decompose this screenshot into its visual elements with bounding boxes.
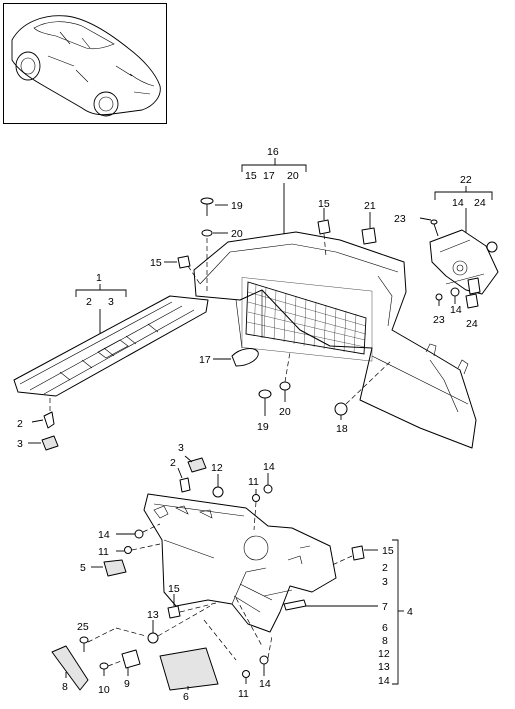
nut-part-14-upper: 14: [263, 461, 275, 494]
callout-5: 5: [80, 562, 86, 574]
nut-part-14-lower: 14: [259, 655, 271, 690]
callout-18: 18: [336, 423, 348, 435]
callout-14-lower: 14: [259, 678, 271, 690]
callout-14-right: 14: [378, 675, 390, 687]
strap-part-7: [283, 599, 378, 611]
sill-plate-part-3: 3: [17, 435, 59, 451]
callout-20-group16: 20: [287, 170, 299, 182]
latch-part-9: 9: [121, 649, 141, 690]
vehicle-thumbnail-frame: [3, 3, 167, 124]
callout-2-sill-clip: 2: [17, 418, 23, 430]
callout-15-right: 15: [382, 545, 394, 557]
callout-17-group16: 17: [263, 170, 275, 182]
cover-part-5: 5: [80, 559, 127, 577]
bracket-assembly-22: 23: [394, 213, 499, 295]
callout-14-group22: 14: [452, 197, 464, 209]
callout-14-bracket: 14: [450, 304, 462, 316]
callout-9: 9: [124, 678, 130, 690]
lower-side-trim: [143, 493, 337, 633]
cargo-net: [245, 281, 367, 355]
callout-15-left: 15: [150, 257, 162, 269]
group-22-header: 22 14 24: [434, 174, 493, 236]
callout-24-group22: 24: [474, 197, 486, 209]
clip-part-15-right: [329, 545, 378, 567]
luggage-side-trim: [193, 231, 477, 449]
nut-part-13: 13: [147, 609, 159, 644]
fastener-part-18: 18: [334, 359, 393, 435]
callout-10: 10: [98, 684, 110, 696]
clip-part-15-left: 15: [150, 255, 201, 285]
bolt-part-19-lower: 19: [257, 389, 272, 433]
callout-4: 4: [407, 606, 413, 618]
bolt-part-19-top: 19: [200, 197, 243, 216]
washer-part-20-lower: 20: [279, 351, 291, 418]
callout-20-lower: 20: [279, 406, 291, 418]
clip-part-15-lower: 15: [167, 583, 221, 619]
callout-12-lower: 12: [211, 462, 223, 474]
cover-part-17: 17: [199, 348, 259, 367]
callout-11-upper: 11: [248, 476, 259, 488]
bracket-part-21: 21: [361, 200, 377, 245]
callout-20-top: 20: [231, 228, 243, 240]
sill-trim-panel: [13, 295, 209, 397]
callout-19-lower: 19: [257, 421, 269, 433]
callout-22: 22: [460, 174, 472, 186]
callout-7: 7: [382, 601, 388, 613]
screw-part-11-left: 11: [98, 543, 161, 558]
callout-1: 1: [96, 272, 102, 284]
callout-11-lower: 11: [238, 688, 249, 700]
callout-8-right: 8: [382, 635, 388, 647]
callout-2-right: 2: [382, 562, 388, 574]
plate-part-3-lower: 3: [178, 442, 207, 473]
callout-16: 16: [267, 146, 279, 158]
callout-13-lower: 13: [147, 609, 159, 621]
callout-21: 21: [364, 200, 376, 212]
bracket-22-lower-fasteners: 23 14 24: [433, 287, 479, 330]
callout-3-lower-plate: 3: [178, 442, 184, 454]
callout-23-upper: 23: [394, 213, 406, 225]
callout-12-right: 12: [378, 648, 390, 660]
callout-13-right: 13: [378, 661, 390, 673]
washer-part-20-top: 20: [201, 228, 243, 292]
callout-24-bracket: 24: [466, 318, 478, 330]
callout-17: 17: [199, 354, 211, 366]
screw-part-10: 10: [98, 662, 110, 696]
callout-2-lower-clip: 2: [170, 457, 176, 469]
callout-8-lower: 8: [62, 681, 68, 693]
callout-3-group1: 3: [108, 296, 114, 308]
callout-6-right: 6: [382, 622, 388, 634]
nut-part-14-left: 14: [98, 523, 161, 541]
screw-part-11-lower: 11: [238, 670, 250, 700]
callout-19-top: 19: [231, 200, 243, 212]
callout-25: 25: [77, 621, 89, 633]
lid-part-8: 8: [51, 645, 89, 693]
callout-3-right: 3: [382, 576, 388, 588]
clip-part-2-lower: 2: [170, 457, 191, 493]
screw-part-25: 25: [77, 621, 89, 652]
panel-part-6: 6: [159, 647, 219, 703]
callout-bracket-4: 15 2 3 7 4 6 8 12 13 14: [378, 539, 413, 687]
group-16-header: 16 15 17 20: [241, 146, 307, 236]
callout-14-left: 14: [98, 529, 110, 541]
grommet-part-12: 12: [211, 462, 224, 498]
callout-15-group16: 15: [245, 170, 257, 182]
callout-14-upper: 14: [263, 461, 275, 473]
callout-2-group1: 2: [86, 296, 92, 308]
callout-23-lower: 23: [433, 314, 445, 326]
clip-part-15-upper: 15: [317, 198, 331, 257]
assembly-guide-lines: [87, 597, 273, 667]
screw-part-11-upper: 11: [248, 476, 260, 531]
vehicle-thumbnail-illustration: [11, 15, 161, 117]
callout-11-left: 11: [98, 546, 109, 558]
sill-clip-part-2: 2: [17, 398, 55, 430]
callout-15-lower: 15: [168, 583, 180, 595]
callout-6-lower: 6: [183, 691, 189, 703]
callout-15-upper: 15: [318, 198, 330, 210]
callout-3-sill-plate: 3: [17, 438, 23, 450]
